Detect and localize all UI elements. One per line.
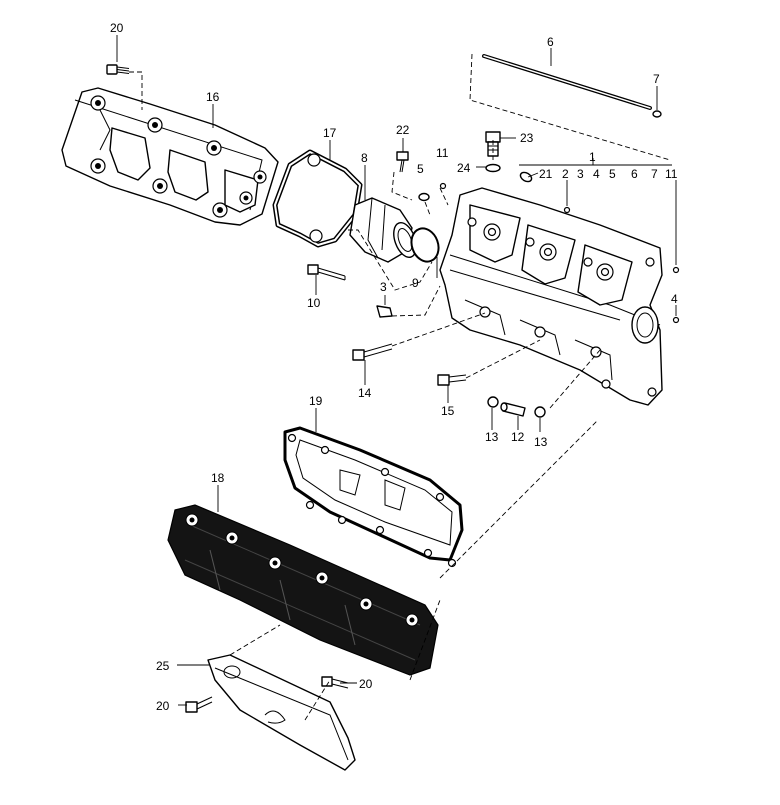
callout-23: 23 (520, 131, 534, 145)
gasket-part-19 (283, 426, 464, 568)
callout-21: 21 (539, 167, 553, 181)
callout-20-bottom: 20 (156, 699, 170, 713)
washer-part-24 (485, 163, 501, 173)
callout-16: 16 (206, 90, 220, 104)
callout-1: 1 (589, 150, 596, 164)
callout-20-mid: 20 (359, 677, 373, 691)
callout-13-b: 13 (534, 435, 548, 449)
rod-part-6 (482, 54, 652, 110)
bolt-part-22 (396, 151, 409, 173)
callout-4-right: 4 (671, 292, 678, 306)
callout-22: 22 (396, 123, 410, 137)
bolt-part-20-bottom (185, 696, 213, 713)
seal-part-13-b (534, 406, 546, 418)
callout-7-top: 7 (653, 72, 660, 86)
shield-plate-part-25 (207, 654, 356, 771)
callout-18: 18 (211, 471, 225, 485)
o-ring-part-9 (410, 227, 440, 263)
callout-5-row: 5 (609, 167, 616, 181)
bolt-part-10 (307, 264, 346, 281)
bolt-part-20-mid (321, 676, 349, 689)
callout-7-row: 7 (651, 167, 658, 181)
callout-4-row: 4 (593, 167, 600, 181)
callout-6-row: 6 (631, 167, 638, 181)
plug-part-21 (519, 171, 533, 183)
callout-24: 24 (457, 161, 471, 175)
callout-15: 15 (441, 404, 455, 418)
lower-cover-part-18 (167, 504, 439, 676)
callout-9: 9 (412, 276, 419, 290)
valve-cover-part-16 (61, 87, 279, 226)
callout-11-left: 11 (436, 146, 449, 160)
dowel-part-12 (500, 402, 526, 417)
callout-3-left: 3 (380, 280, 387, 294)
callout-8: 8 (361, 151, 368, 165)
callout-2: 2 (562, 167, 569, 181)
callout-6-top: 6 (547, 35, 554, 49)
gasket-part-17 (272, 149, 363, 248)
callout-labels: 20 16 17 8 22 23 24 21 6 7 1 2 3 4 5 6 7… (110, 21, 678, 713)
cap-part-7 (652, 110, 662, 118)
callout-20-top: 20 (110, 21, 124, 35)
callout-3-row: 3 (577, 167, 584, 181)
cylinder-head-assembly (439, 187, 680, 406)
housing-part-8 (349, 197, 417, 263)
pin-part-5 (418, 192, 430, 202)
bolt-part-20-top (106, 64, 130, 75)
bolt-part-15 (437, 374, 467, 386)
callout-5-left: 5 (417, 162, 424, 176)
leader-lines (116, 35, 677, 721)
bolt-part-14 (352, 343, 393, 361)
callout-12: 12 (511, 430, 525, 444)
callout-25: 25 (156, 659, 170, 673)
seal-part-13-a (487, 396, 499, 408)
callout-13-a: 13 (485, 430, 499, 444)
callout-17: 17 (323, 126, 337, 140)
callout-19: 19 (309, 394, 323, 408)
callout-10: 10 (307, 296, 321, 310)
callout-11-row: 11 (665, 167, 678, 181)
plug-part-3 (376, 305, 393, 318)
dot-part-11-left (439, 182, 447, 190)
callout-14: 14 (358, 386, 372, 400)
